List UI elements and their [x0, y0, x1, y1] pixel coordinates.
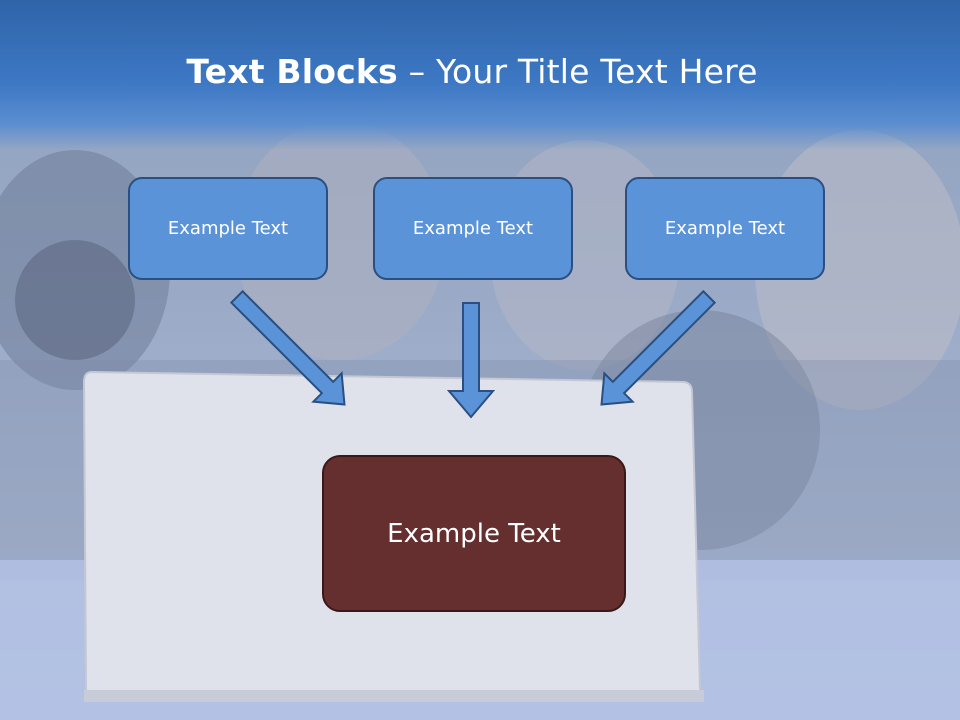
title-dash: –: [397, 52, 436, 91]
title-bold: Text Blocks: [186, 52, 398, 91]
text-block-left: Example Text: [128, 177, 328, 280]
slide-title: Text Blocks – Your Title Text Here: [0, 52, 944, 91]
text-block-center: Example Text: [322, 455, 626, 612]
title-rest: Your Title Text Here: [435, 52, 758, 91]
header-band: [0, 0, 960, 150]
text-block-right: Example Text: [625, 177, 825, 280]
text-block-middle: Example Text: [373, 177, 573, 280]
